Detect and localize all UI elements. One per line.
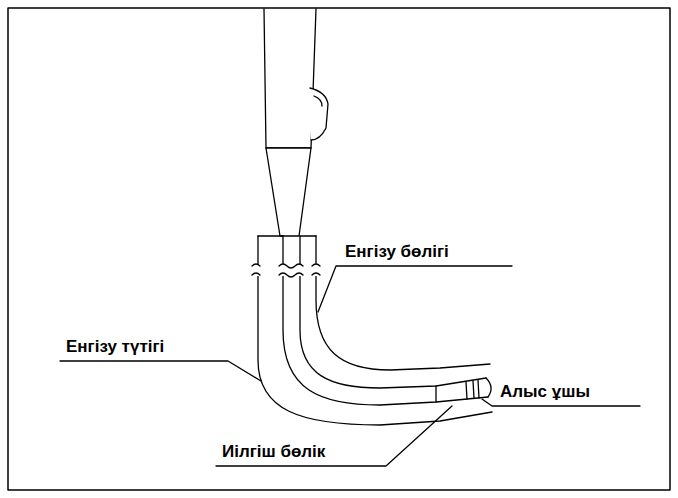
distal-end-cap [486,378,491,397]
break-mark [252,273,320,277]
break-mark [252,264,320,268]
leader-line [318,266,512,312]
part-label: Иілгіш бөлік [222,442,325,462]
leader-line [60,361,261,381]
bracket-top [258,235,316,236]
handle-knob [310,88,328,140]
boot [266,148,311,236]
tip-ring [478,380,479,398]
handle-knob-detail [314,96,322,106]
handle [264,9,316,148]
tube-upper-edge [300,236,486,388]
bending-start [435,386,436,402]
tube-lower-edge [283,236,488,405]
tip-start [466,382,467,399]
part-label: Енгізу түтігі [66,337,164,357]
break-gap [252,264,322,276]
tip-ring [473,381,474,398]
frame [8,8,670,490]
inner-bracket [316,236,490,370]
leader-line [216,406,452,466]
part-label: Алыс ұшы [500,382,590,402]
part-label: Енгізу бөлігі [345,242,449,262]
